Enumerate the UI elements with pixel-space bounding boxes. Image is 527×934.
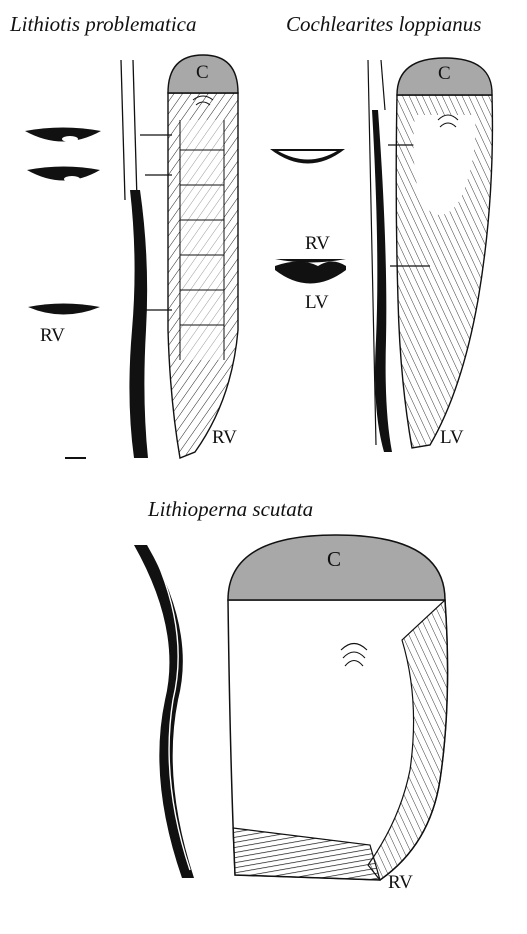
cochlearites-shell-view: C — [396, 58, 492, 448]
lithioperna-side-profile — [134, 545, 194, 878]
lithiotis-cross-section-3 — [28, 304, 100, 315]
lithiotis-c-label: C — [196, 62, 209, 83]
lithioperna-shell-view: C — [228, 535, 448, 880]
cochlearites-lv-label-right: LV — [440, 427, 464, 448]
cochlearites-rv-label: RV — [305, 233, 330, 254]
cochlearites-cross-section-2 — [275, 259, 346, 284]
cochlearites-c-label: C — [438, 63, 451, 84]
lithiotis-cross-section-2 — [27, 167, 100, 183]
cochlearites-panel: RV LV C LV — [270, 58, 492, 452]
cochlearites-side-profile — [368, 60, 392, 452]
lithioperna-panel: C RV — [134, 535, 448, 893]
lithiotis-panel: RV — [25, 55, 238, 458]
lithiotis-shell-view: C — [168, 55, 238, 458]
lithiotis-side-profile — [121, 60, 148, 458]
cochlearites-lv-label: LV — [305, 292, 329, 313]
cochlearites-cross-section-1 — [270, 149, 345, 164]
lithiotis-rv-label-right: RV — [212, 427, 237, 448]
lithioperna-rv-label: RV — [388, 872, 413, 893]
lithioperna-c-label: C — [327, 547, 341, 571]
lithiotis-rv-label-left: RV — [40, 325, 65, 346]
lithiotis-cross-section-1 — [25, 128, 101, 143]
